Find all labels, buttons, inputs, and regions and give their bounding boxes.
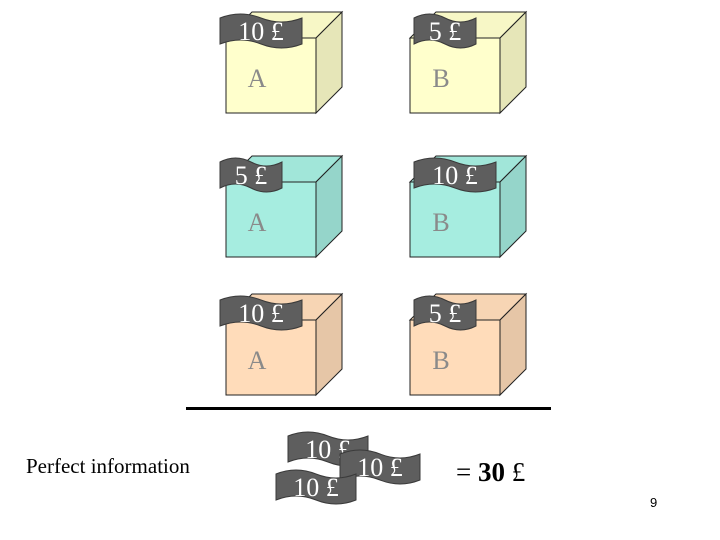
total-result: = 30 £ [456,457,525,488]
summary-prize-tag-2-shape [339,449,421,485]
prize-tag: 10 £ [219,13,303,49]
prize-tag: 5 £ [413,295,477,331]
sum-divider-line [186,407,551,410]
box-front-face [225,181,317,258]
summary-prize-tag-3: 10 £ [275,469,357,505]
box-label: B [432,64,449,93]
box-front-face [225,319,317,396]
prize-tag-shape [413,157,497,193]
box-front-face [225,37,317,114]
box-b-2: B 10 £ [408,154,528,259]
perfect-information-label: Perfect information [26,454,190,478]
total-prefix: = [456,457,478,487]
prize-tag: 5 £ [413,13,477,49]
page-number: 9 [650,495,658,510]
summary-prize-tag-2: 10 £ [339,449,421,485]
box-b-3: B 5 £ [408,292,528,397]
prize-tag-shape [413,295,477,331]
box-a-3: A 10 £ [219,292,344,397]
box-label: A [248,208,267,237]
prize-tag-text: 10 £ [238,17,284,46]
box-front-face [409,319,501,396]
prize-tag-text: 10 £ [432,161,478,190]
box-label: A [248,64,267,93]
box-b-1: B 5 £ [408,10,528,115]
prize-tag-shape [219,295,303,331]
prize-tag-shape [219,157,283,193]
summary-prize-tag-3-text: 10 £ [293,473,339,502]
prize-tag-shape [219,13,303,49]
prize-tag-text: 5 £ [235,161,268,190]
prize-tag: 5 £ [219,157,283,193]
summary-prize-tag-3-shape [275,469,357,505]
box-label: A [248,346,267,375]
box-a-2: A 5 £ [219,154,344,259]
box-a-1: A 10 £ [219,10,344,115]
box-front-face [409,181,501,258]
prize-tag-text: 5 £ [429,299,462,328]
box-label: B [432,208,449,237]
prize-tag: 10 £ [219,295,303,331]
total-unit: £ [504,457,526,487]
box-label: B [432,346,449,375]
prize-tag-shape [413,13,477,49]
total-value: 30 [477,457,505,487]
summary-prize-tag-2-text: 10 £ [357,453,403,482]
prize-tag: 10 £ [413,157,497,193]
prize-tag-text: 10 £ [238,299,284,328]
prize-tag-text: 5 £ [429,17,462,46]
box-front-face [409,37,501,114]
